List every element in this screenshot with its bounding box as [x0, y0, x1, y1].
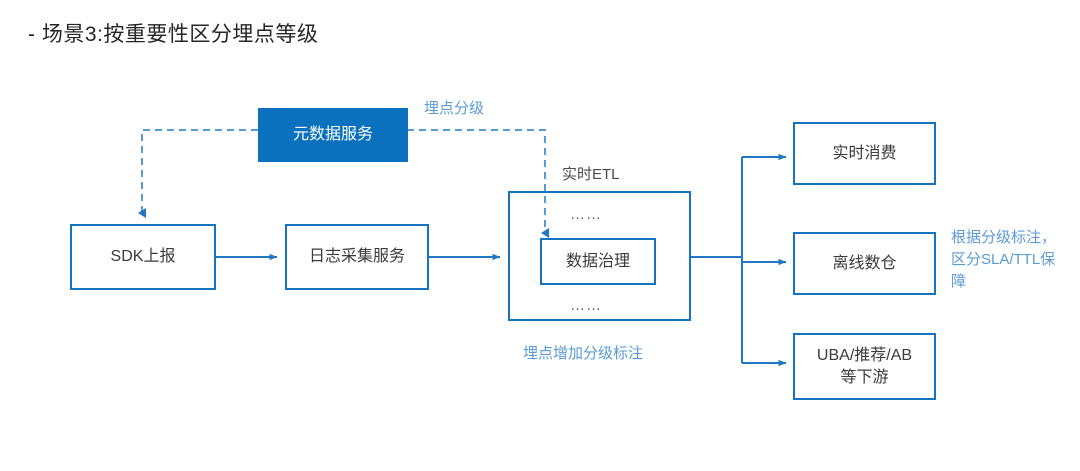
label-event-grading: 埋点分级 [424, 100, 485, 117]
node-realtime-consume-label: 实时消费 [832, 144, 897, 162]
etl-ellipsis-bottom: …… [570, 297, 602, 314]
label-realtime-etl: 实时ETL [562, 166, 620, 183]
node-downstream[interactable]: UBA/推荐/AB 等下游 [793, 333, 936, 400]
node-data-governance[interactable]: 数据治理 [540, 238, 656, 285]
node-downstream-label-line2: 等下游 [840, 368, 889, 386]
dashed-link-metadata-to-sdk [138, 129, 258, 218]
page-title: - 场景3:按重要性区分埋点等级 [28, 23, 319, 46]
node-offline-warehouse-label: 离线数仓 [832, 254, 897, 272]
node-sdk-report[interactable]: SDK上报 [70, 224, 216, 290]
label-sla-note: 根据分级标注， 区分SLA/TTL保 障 [951, 229, 1057, 290]
node-realtime-consume[interactable]: 实时消费 [793, 122, 936, 185]
node-sdk-report-label: SDK上报 [110, 248, 176, 266]
node-downstream-label-line1: UBA/推荐/AB [816, 346, 913, 364]
node-realtime-etl-container[interactable] [508, 191, 691, 321]
etl-ellipsis-top: …… [570, 206, 602, 223]
link-etl-to-outputs [691, 153, 787, 367]
node-offline-warehouse[interactable]: 离线数仓 [793, 232, 936, 295]
node-log-collect-service[interactable]: 日志采集服务 [285, 224, 429, 290]
label-etl-note: 埋点增加分级标注 [523, 345, 644, 362]
node-data-governance-label: 数据治理 [565, 252, 630, 270]
node-log-collect-service-label: 日志采集服务 [308, 248, 405, 266]
node-metadata-service[interactable]: 元数据服务 [258, 108, 408, 162]
node-metadata-service-label: 元数据服务 [292, 126, 373, 144]
